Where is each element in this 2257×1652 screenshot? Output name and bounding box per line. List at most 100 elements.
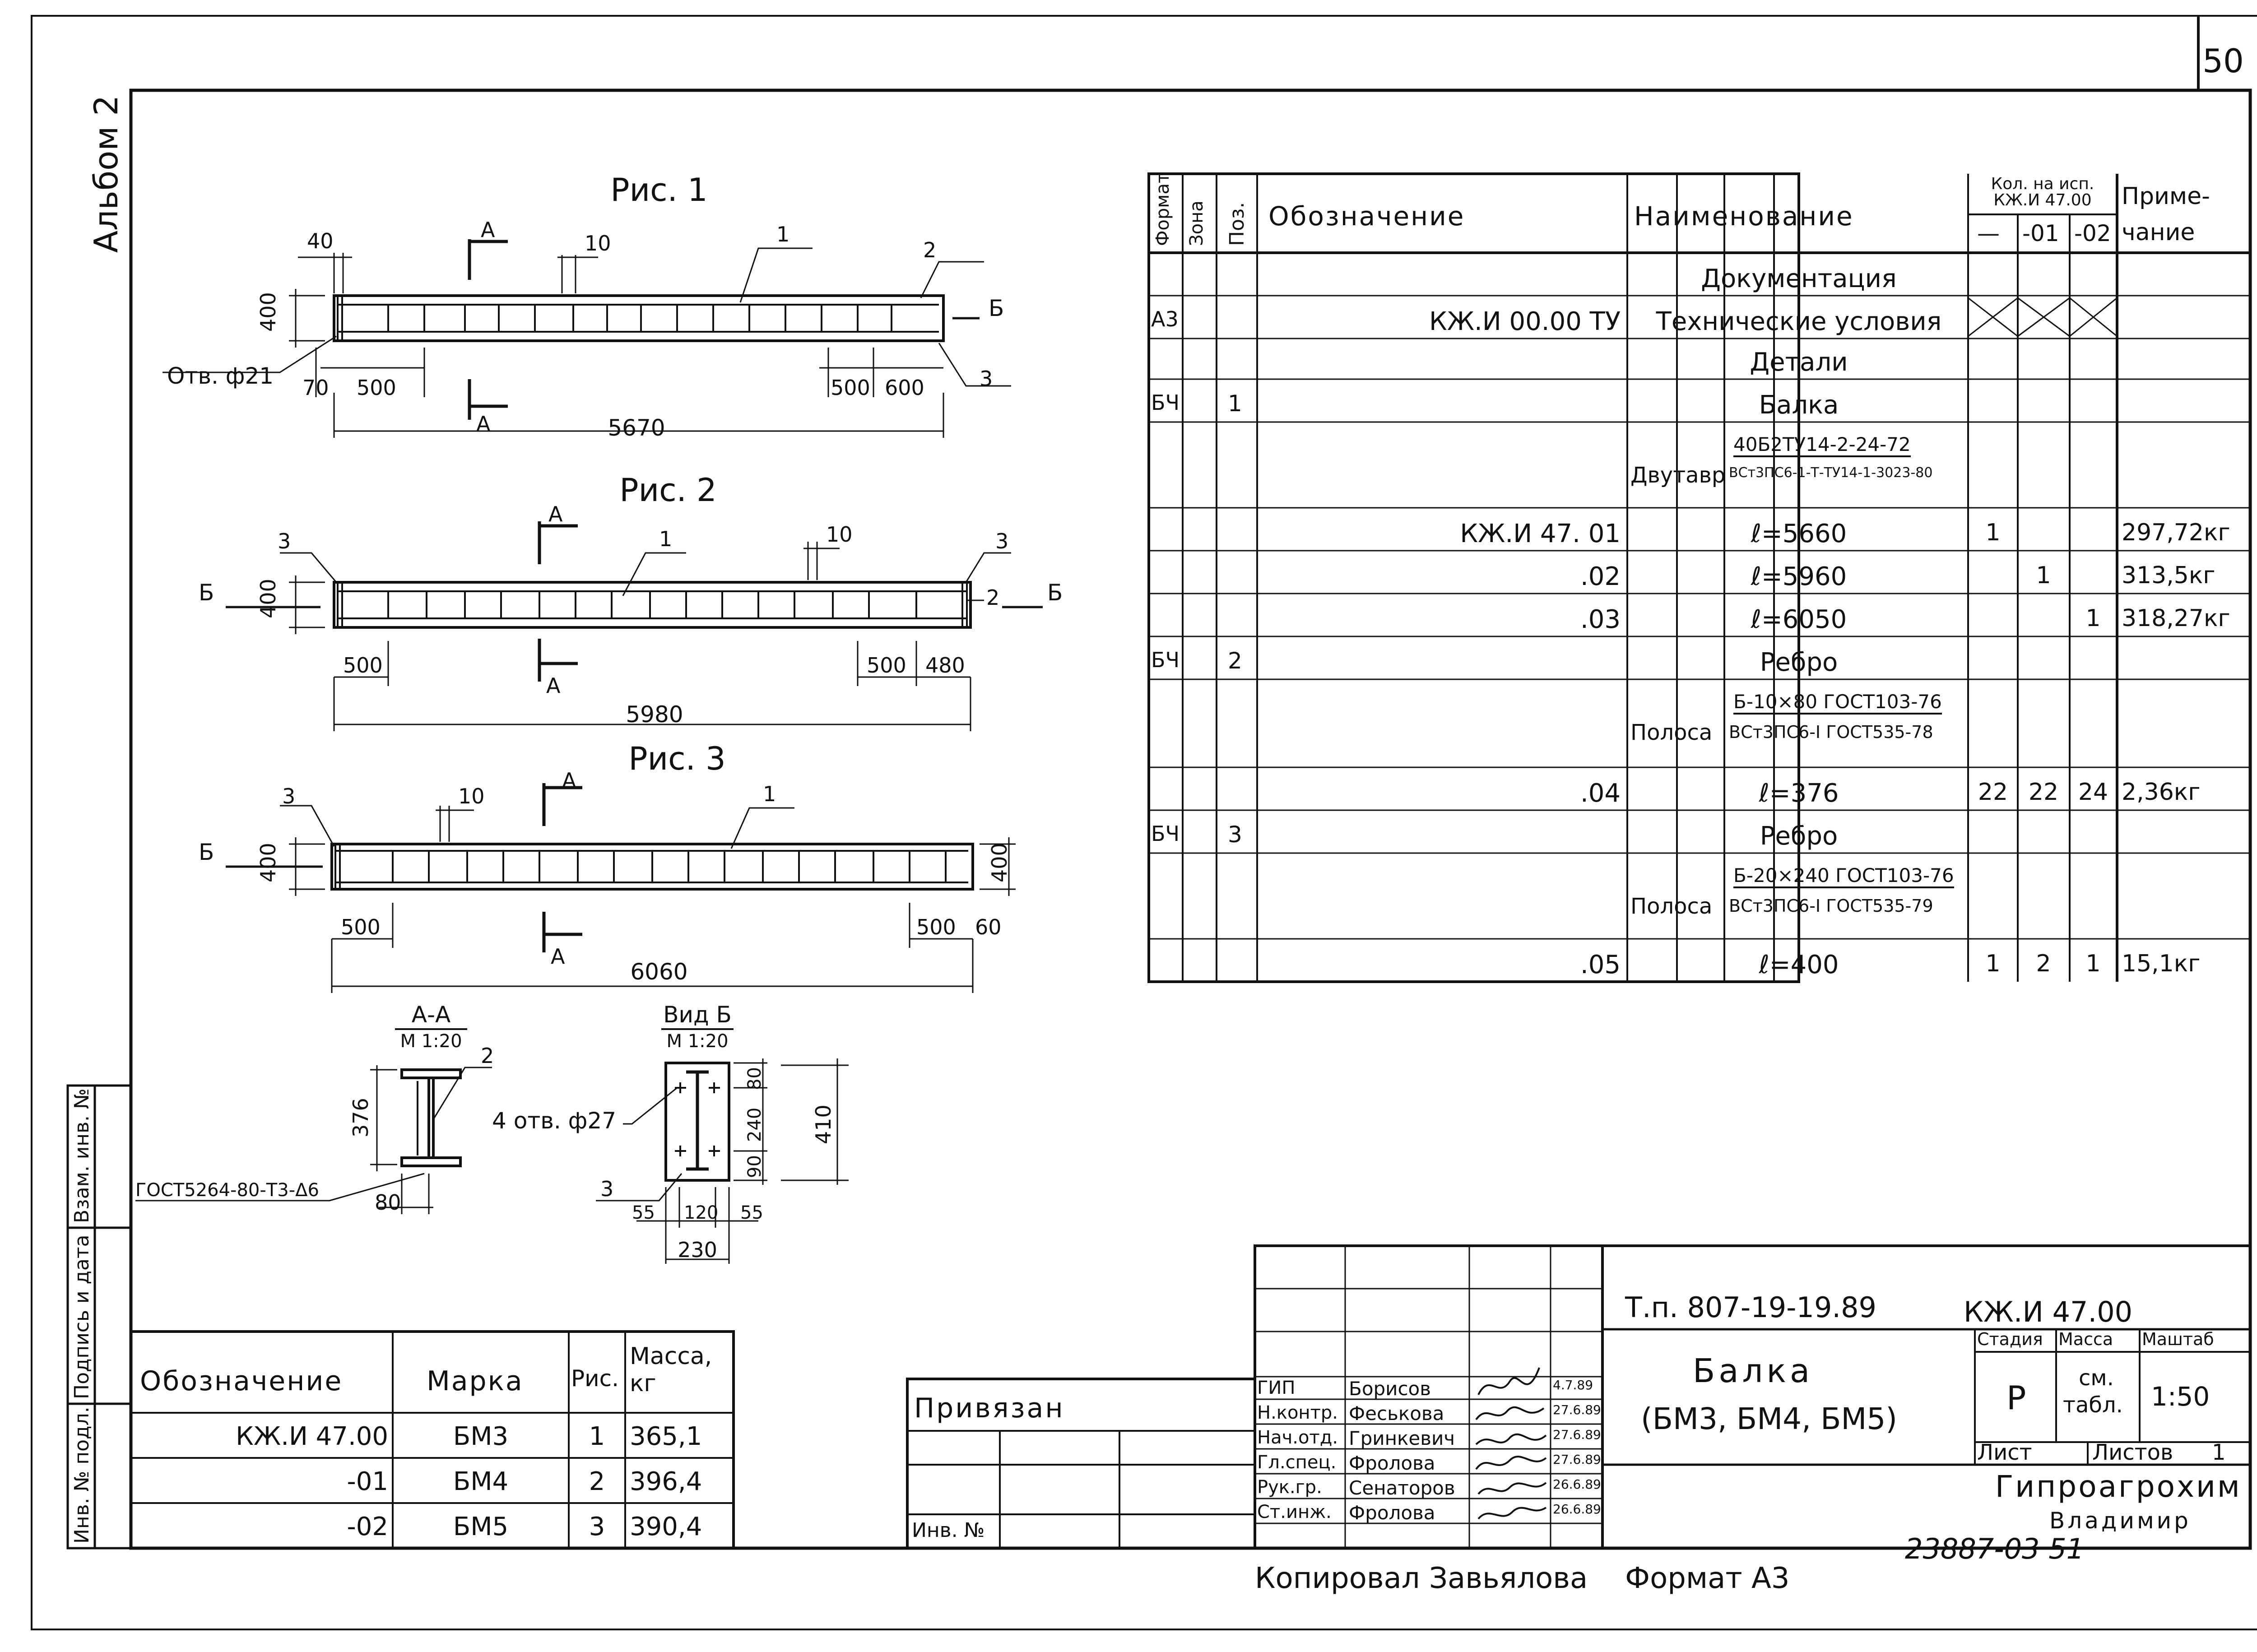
mark-cell-0-1: БМ3 <box>453 1422 509 1451</box>
archive-number: 23887-03 51 <box>1905 1532 2085 1565</box>
spec-note-5: 297,72кг <box>2122 519 2230 546</box>
mark-cell-2-3: 390,4 <box>630 1512 702 1541</box>
fig2-dim-500a: 500 <box>343 653 383 678</box>
spec-format-8: БЧ <box>1151 648 1180 672</box>
scale-value: 1:50 <box>2151 1381 2210 1412</box>
spec-header-qty-2: -02 <box>2074 220 2111 246</box>
sheets-label: Листов <box>2092 1440 2173 1465</box>
fig3-drawing: Рис. 3 10 400 400 500 500 60 6060 А А <box>199 740 1016 993</box>
mark-cell-1-3: 396,4 <box>630 1467 702 1496</box>
signer-date-5: 26.6.89 <box>1553 1502 1601 1517</box>
spec-designation-1: КЖ.И 00.00 ТУ <box>1429 307 1621 336</box>
title-line1: Балка <box>1693 1352 1814 1390</box>
fig2-callout-2: 2 <box>986 585 999 610</box>
spec-header-zone: Зона <box>1186 200 1207 246</box>
fig3-callout-1: 1 <box>763 782 776 806</box>
mark-cell-1-0: -01 <box>347 1467 388 1496</box>
spec-q3-7: 1 <box>2085 605 2101 632</box>
ibeam-grade-bottom: ВСт3ПС6-1-Т-ТУ14-1-3023-80 <box>1729 465 1933 481</box>
fig3-dim-6060: 6060 <box>630 959 687 985</box>
spec-name-2: Детали <box>1750 348 1848 377</box>
fig2-view-b-right: Б <box>1047 580 1063 606</box>
fig1-callout-2: 2 <box>923 238 936 262</box>
view-b: Вид Б М 1:20 80 240 90 410 55 120 55 230… <box>492 1002 849 1264</box>
mass-header: Масса <box>2058 1329 2113 1349</box>
fig3-title: Рис. 3 <box>628 740 725 777</box>
fig1-section-a-top: А <box>481 218 495 242</box>
fig2-callout-3b: 3 <box>995 529 1008 553</box>
spec-name-8: Ребро <box>1760 648 1838 677</box>
mark-cell-2-2: 3 <box>589 1512 605 1541</box>
spec-note-7: 318,27кг <box>2122 605 2230 632</box>
fig2-beam <box>333 581 972 629</box>
spec-header-qty-1: -01 <box>2022 220 2059 246</box>
strip2-grade-top: Б-20×240 ГОСТ103-76 <box>1733 864 1954 888</box>
doc-code: Т.п. 807-19-19.89 <box>1625 1291 1877 1324</box>
view-b-title: Вид Б <box>663 1002 732 1028</box>
spec-header-pos: Поз. <box>1226 202 1249 246</box>
fig1-dim-5670: 5670 <box>608 415 665 441</box>
spec-q3-10: 24 <box>2078 779 2108 806</box>
sheets-value: 1 <box>2212 1440 2226 1465</box>
scale-header: Маштаб <box>2142 1329 2214 1349</box>
fig2-dim-400: 400 <box>256 579 280 618</box>
spec-header-name: Наименование <box>1634 201 1854 232</box>
fig2-callout-3a: 3 <box>278 529 291 553</box>
fig1-dim-400: 400 <box>256 292 280 332</box>
mass-value-1: см. <box>2079 1365 2114 1391</box>
spec-name-10: ℓ=376 <box>1759 779 1839 808</box>
strip1-grade-bottom: ВСт3ПС6-I ГОСТ535-78 <box>1729 722 1933 742</box>
signer-name-3: Фролова <box>1349 1452 1435 1474</box>
fig3-dim-500b: 500 <box>916 915 956 939</box>
ibeam-grade-top: 40Б2ТУ14-2-24-72 <box>1733 433 1911 457</box>
spec-format-3: БЧ <box>1151 390 1180 415</box>
fig2-callout-1: 1 <box>659 527 672 551</box>
view-b-dim-55a: 55 <box>632 1202 655 1223</box>
section-aa: А-А М 1:20 376 80 2 ГОСТ5264-80-Т3-Δ6 <box>135 1002 494 1215</box>
mark-cell-0-0: КЖ.И 47.00 <box>236 1422 388 1451</box>
page-number: 50 <box>2202 42 2244 80</box>
spec-designation-7: .03 <box>1580 605 1621 634</box>
fig2-dim-500b: 500 <box>867 653 906 678</box>
fig1-dim-500b: 500 <box>831 376 870 400</box>
spec-designation-5: КЖ.И 47. 01 <box>1460 519 1621 548</box>
signer-role-4: Рук.гр. <box>1257 1477 1322 1498</box>
mark-cell-0-2: 1 <box>589 1422 605 1451</box>
fig1-title: Рис. 1 <box>610 172 707 209</box>
spec-header-note: Приме-чание <box>2122 183 2210 246</box>
signer-date-3: 27.6.89 <box>1553 1452 1601 1467</box>
spec-designation-6: .02 <box>1580 562 1621 591</box>
title-block-grid <box>906 1244 2252 1550</box>
mark-cell-1-1: БМ4 <box>453 1467 509 1496</box>
spec-name-7: ℓ=6050 <box>1751 605 1847 634</box>
signer-name-5: Фролова <box>1349 1502 1435 1524</box>
title-line2: (БМ3, БМ4, БМ5) <box>1641 1401 1898 1436</box>
view-b-scale: М 1:20 <box>666 1031 728 1052</box>
spec-designation-13: .05 <box>1580 950 1621 979</box>
strip1-grade-top: Б-10×80 ГОСТ103-76 <box>1733 691 1942 715</box>
view-b-dim-230: 230 <box>678 1238 717 1262</box>
fig1-view-b: Б <box>989 295 1004 321</box>
spec-header-qty: Кол. на исп. КЖ.И 47.00 <box>1991 175 2094 209</box>
fig1-dim-500a: 500 <box>357 376 396 400</box>
strip-podpis: Подпись и дата <box>70 1235 93 1399</box>
outer-frame <box>31 15 2257 1630</box>
privyazan-label: Привязан <box>914 1392 1065 1424</box>
mark-cell-2-0: -02 <box>347 1512 388 1541</box>
strip-inv-podl: Инв. № подл. <box>70 1406 93 1544</box>
signer-role-2: Нач.отд. <box>1257 1427 1338 1448</box>
spec-format-1: А3 <box>1151 307 1179 331</box>
signer-date-2: 27.6.89 <box>1553 1427 1601 1442</box>
strip-vzam: Взам. инв. № <box>70 1088 93 1223</box>
spec-name-11: Ребро <box>1760 821 1838 851</box>
stage-value: Р <box>2006 1379 2026 1417</box>
copied-by: Копировал Завьялова <box>1255 1562 1588 1595</box>
fig3-dim-10: 10 <box>458 784 485 808</box>
mark-header-fig: Рис. <box>571 1365 619 1392</box>
fig2-view-b-left: Б <box>199 580 214 606</box>
stage-header: Стадия <box>1977 1329 2043 1349</box>
fig2-section-a-bottom: А <box>546 673 561 698</box>
fig2-dim-480: 480 <box>925 653 965 678</box>
fig1-dim-10: 10 <box>585 231 611 255</box>
spec-q2-6: 1 <box>2036 562 2051 589</box>
